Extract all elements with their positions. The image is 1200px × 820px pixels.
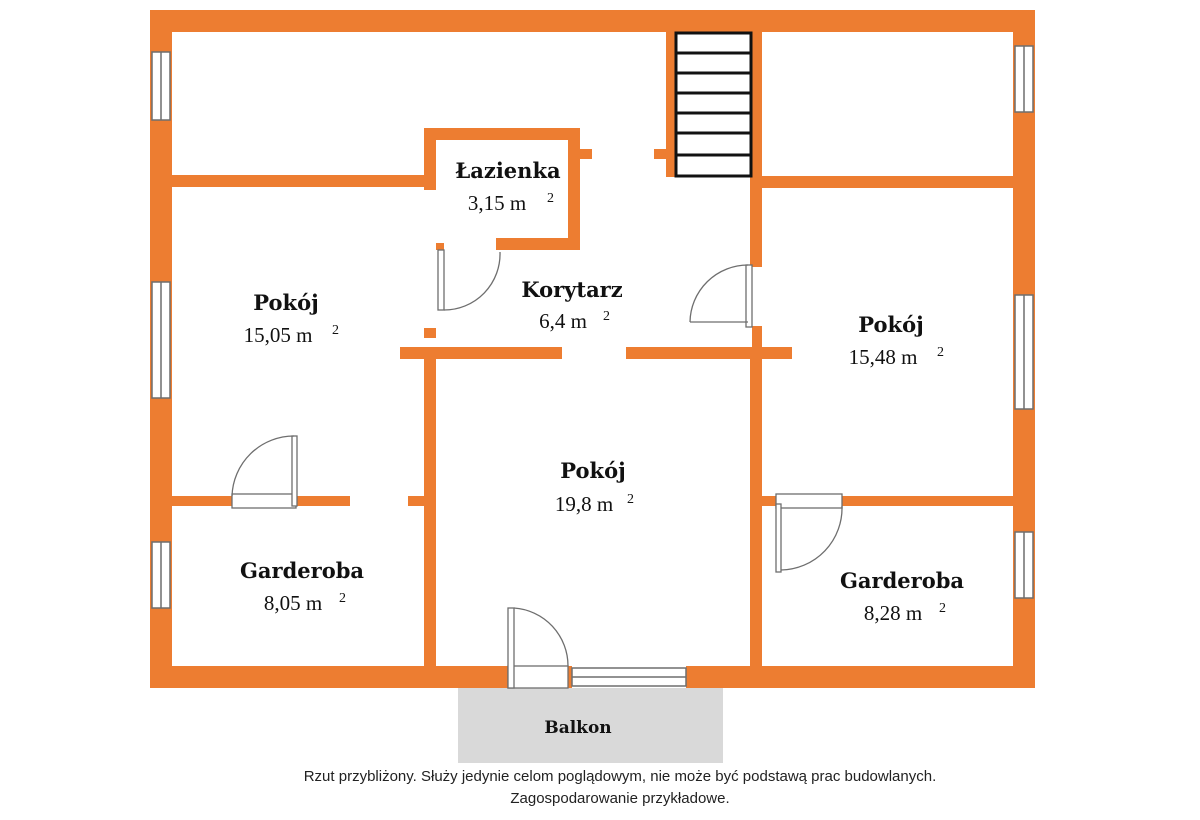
room-name-corridor: Korytarz [521,277,622,302]
area-unit-exponent: 2 [332,323,339,338]
room-name-room-center: Pokój [560,458,625,483]
area-unit-exponent: 2 [937,345,944,360]
label-bathroom: Łazienka 3,15 m 2 [455,158,561,215]
room-area-room-right: 15,48 m [849,345,918,369]
window-balcony [571,667,687,687]
label-room-left: Pokój 15,05 m 2 [244,290,339,347]
area-unit-exponent: 2 [339,591,346,606]
doors [231,249,843,689]
door-wardrobe-left [231,435,298,509]
staircase [674,31,753,178]
disclaimer-line-2: Zagospodarowanie przykładowe. [510,790,730,807]
room-name-room-left: Pokój [253,290,318,315]
label-wardrobe-right: Garderoba 8,28 m 2 [840,568,964,625]
balcony-area [458,688,723,763]
label-room-right: Pokój 15,48 m 2 [849,312,944,369]
room-area-corridor: 6,4 m [539,309,587,333]
window-right-bottom [1014,531,1034,599]
area-unit-exponent: 2 [939,601,946,616]
room-area-wardrobe-right: 8,28 m [864,601,922,625]
room-name-bathroom: Łazienka [455,158,561,183]
area-unit-exponent: 2 [603,309,610,324]
area-unit-exponent: 2 [547,191,554,206]
room-name-balcony: Balkon [544,718,611,738]
room-area-bathroom: 3,15 m [468,191,526,215]
area-unit-exponent: 2 [627,492,634,507]
window-left-top [151,51,171,121]
label-corridor: Korytarz 6,4 m 2 [521,277,622,333]
room-area-room-left: 15,05 m [244,323,313,347]
room-area-room-center: 19,8 m [555,492,613,516]
interior-walls [172,32,1013,666]
room-name-wardrobe-left: Garderoba [240,558,364,583]
door-room-right [689,264,753,328]
window-left-mid [151,281,171,399]
disclaimer-line-1: Rzut przybliżony. Służy jedynie celom po… [303,768,937,785]
door-bathroom [437,249,501,311]
room-area-wardrobe-left: 8,05 m [264,591,322,615]
window-right-mid [1014,294,1034,410]
windows [151,45,1034,687]
window-left-bottom [151,541,171,609]
room-name-room-right: Pokój [858,312,923,337]
window-right-top [1014,45,1034,113]
label-wardrobe-left: Garderoba 8,05 m 2 [240,558,364,615]
label-room-center: Pokój 19,8 m 2 [555,458,634,516]
door-balcony [507,607,569,689]
room-name-wardrobe-right: Garderoba [840,568,964,593]
door-wardrobe-right [775,493,843,573]
